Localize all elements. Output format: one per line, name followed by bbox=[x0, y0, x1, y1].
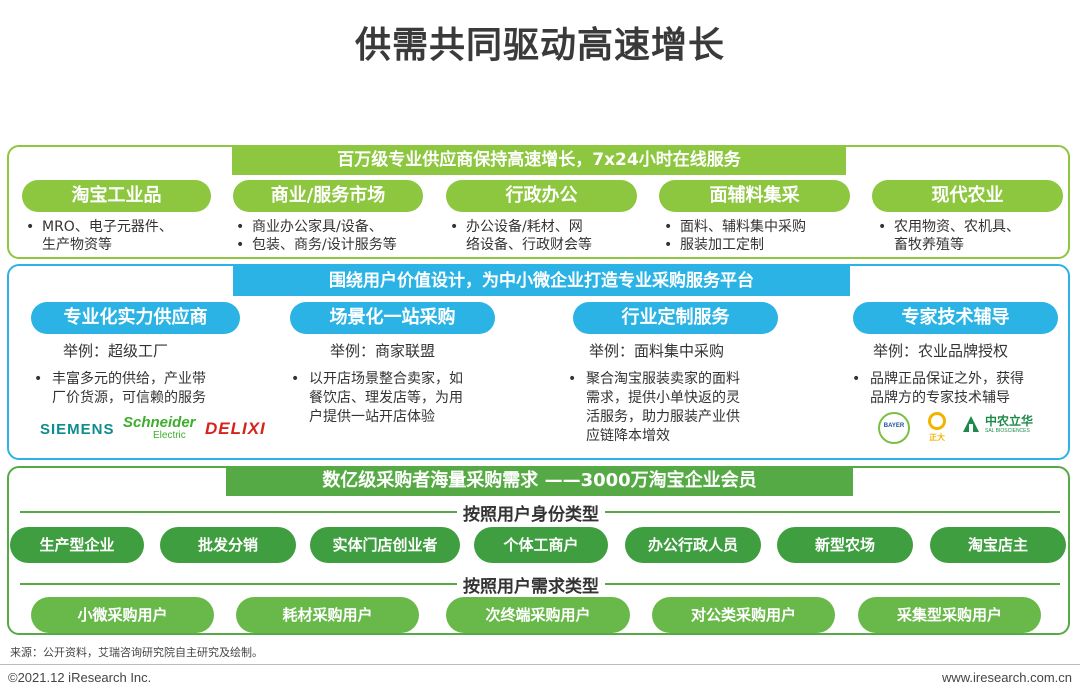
source-note: 来源：公开资料，艾瑞咨询研究院自主研究及绘制。 bbox=[10, 646, 263, 659]
pill-demand: 小微采购用户 bbox=[31, 597, 214, 633]
bullet-text: 包装、商务/设计服务等 bbox=[234, 236, 397, 254]
bayer-logo-text: BAYER bbox=[883, 423, 905, 429]
bullet-text: 商业办公家具/设备、 bbox=[234, 218, 397, 236]
website-link[interactable]: www.iresearch.com.cn bbox=[941, 670, 1072, 685]
pill-identity: 批发分销 bbox=[160, 527, 296, 563]
bullet-list: 品牌正品保证之外，获得 品牌方的专家技术辅导 bbox=[850, 370, 1024, 408]
bullet-text: 畜牧养殖等 bbox=[894, 237, 964, 253]
bullet-list: 以开店场景整合卖家，如 餐饮店、理发店等，为用 户提供一站开店体验 bbox=[289, 370, 463, 427]
bullet-text: 以开店场景整合卖家，如 bbox=[289, 370, 463, 389]
bullet-list: 办公设备/耗材、网 络设备、行政财会等 bbox=[448, 218, 592, 254]
bullet-text: 餐饮店、理发店等，为用 bbox=[309, 390, 463, 406]
bullet-list: 商业办公家具/设备、 包装、商务/设计服务等 bbox=[234, 218, 397, 254]
schneider-logo: Schneider Electric bbox=[123, 414, 197, 444]
pill-identity: 生产型企业 bbox=[10, 527, 144, 563]
bullet-list: 面料、辅料集中采购 服装加工定制 bbox=[662, 218, 806, 254]
bullet-text: 面料、辅料集中采购 bbox=[662, 218, 806, 236]
bullet-text: 服装加工定制 bbox=[662, 236, 806, 254]
buyer-panel-header: 数亿级采购者海量采购需求 ——3000万淘宝企业会员 bbox=[226, 466, 853, 496]
example-text: 举例：面料集中采购 bbox=[589, 342, 725, 360]
bullet-text: 聚合淘宝服装卖家的面料 bbox=[566, 370, 740, 389]
pill-modern-agriculture: 现代农业 bbox=[872, 180, 1063, 212]
bullet-text: 户提供一站开店体验 bbox=[309, 409, 435, 425]
zhengda-logo: 正大 bbox=[926, 412, 948, 444]
pill-industry-custom: 行业定制服务 bbox=[573, 302, 778, 334]
delixi-logo: DELIXI bbox=[205, 419, 266, 438]
zhongnong-logo-subtext: SAL BIOSCIENCES bbox=[985, 428, 1030, 434]
bullet-text: 络设备、行政财会等 bbox=[466, 237, 592, 253]
pill-taobao-industrial: 淘宝工业品 bbox=[22, 180, 211, 212]
bullet-text: MRO、电子元器件、 bbox=[24, 218, 173, 236]
page-title: 供需共同驱动高速增长 bbox=[354, 25, 725, 66]
platform-panel bbox=[7, 264, 1070, 460]
pill-admin-office: 行政办公 bbox=[446, 180, 637, 212]
zhongnong-logo-text: 中农立华 bbox=[985, 414, 1034, 428]
bullet-list: 丰富多元的供给，产业带 厂价货源，可信赖的服务 bbox=[32, 370, 206, 408]
pill-identity: 新型农场 bbox=[777, 527, 913, 563]
bullet-text: 品牌正品保证之外，获得 bbox=[850, 370, 1024, 389]
bullet-text: 品牌方的专家技术辅导 bbox=[870, 390, 1010, 406]
supplier-panel-header: 百万级专业供应商保持高速增长，7x24小时在线服务 bbox=[232, 146, 846, 175]
footer-divider bbox=[0, 664, 1080, 665]
pill-demand: 次终端采购用户 bbox=[446, 597, 630, 633]
bullet-list: 农用物资、农机具、 畜牧养殖等 bbox=[876, 218, 1020, 254]
bullet-list: MRO、电子元器件、 生产物资等 bbox=[24, 218, 173, 254]
pill-fabric-procurement: 面辅料集采 bbox=[659, 180, 850, 212]
bullet-text: 活服务，助力服装产业供 bbox=[586, 409, 740, 425]
bullet-list: 聚合淘宝服装卖家的面料 需求，提供小单快返的灵 活服务，助力服装产业供 应链降本… bbox=[566, 370, 740, 446]
copyright-text: ©2021.12 iResearch Inc. bbox=[8, 670, 152, 685]
pill-identity: 办公行政人员 bbox=[625, 527, 761, 563]
schneider-logo-text: Schneider bbox=[123, 414, 196, 431]
zhongnong-logo: 中农立华 SAL BIOSCIENCES bbox=[961, 412, 1041, 442]
pill-demand: 对公类采购用户 bbox=[652, 597, 835, 633]
bullet-text: 办公设备/耗材、网 bbox=[448, 218, 592, 236]
pill-identity: 实体门店创业者 bbox=[310, 527, 460, 563]
identity-type-title: 按照用户身份类型 bbox=[457, 500, 605, 525]
pill-scenario-purchase: 场景化一站采购 bbox=[290, 302, 495, 334]
schneider-logo-subtext: Electric bbox=[153, 430, 186, 441]
pill-professional-supplier: 专业化实力供应商 bbox=[31, 302, 240, 334]
pill-demand: 采集型采购用户 bbox=[858, 597, 1041, 633]
pill-identity: 淘宝店主 bbox=[930, 527, 1066, 563]
siemens-logo: SIEMENS bbox=[40, 421, 115, 438]
pill-business-service: 商业/服务市场 bbox=[233, 180, 423, 212]
demand-type-title: 按照用户需求类型 bbox=[457, 572, 605, 597]
platform-panel-header: 围绕用户价值设计，为中小微企业打造专业采购服务平台 bbox=[233, 266, 850, 296]
bullet-text: 农用物资、农机具、 bbox=[876, 218, 1020, 236]
bayer-logo: BAYER bbox=[878, 412, 910, 444]
example-text: 举例：超级工厂 bbox=[63, 342, 169, 360]
pill-identity: 个体工商户 bbox=[474, 527, 608, 563]
pill-expert-guidance: 专家技术辅导 bbox=[853, 302, 1058, 334]
example-text: 举例：农业品牌授权 bbox=[873, 342, 1009, 360]
zhongnong-leaf-icon bbox=[963, 416, 979, 434]
bullet-text: 厂价货源，可信赖的服务 bbox=[52, 390, 206, 406]
example-text: 举例：商家联盟 bbox=[330, 342, 436, 360]
bullet-text: 应链降本增效 bbox=[586, 428, 670, 444]
bullet-text: 生产物资等 bbox=[42, 237, 112, 253]
pill-demand: 耗材采购用户 bbox=[236, 597, 419, 633]
bullet-text: 需求，提供小单快返的灵 bbox=[586, 390, 740, 406]
zhengda-logo-text: 正大 bbox=[929, 433, 945, 442]
bullet-text: 丰富多元的供给，产业带 bbox=[32, 370, 206, 389]
